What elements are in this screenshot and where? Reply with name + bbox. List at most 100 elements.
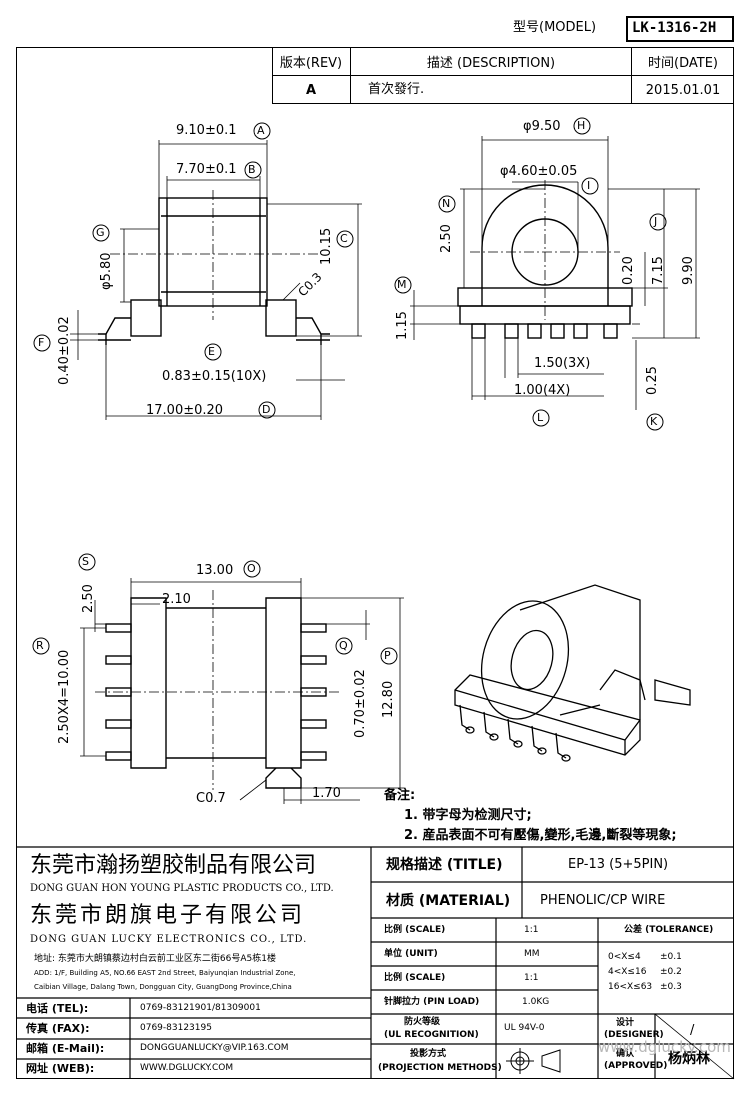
dim-h: φ9.50 — [523, 119, 561, 134]
tel-label: 电话 (TEL): — [26, 1002, 89, 1015]
marker-a: A — [257, 124, 265, 137]
company-addr-en-1: ADD: 1/F, Building A5, NO.66 EAST 2nd St… — [34, 969, 296, 977]
company-addr-en-2: Caibian Village, Dalang Town, Dongguan C… — [34, 983, 292, 991]
date-value: 2015.01.01 — [645, 82, 721, 98]
unit-label: 单位 (UNIT) — [384, 949, 438, 959]
proj-label-1: 投影方式 — [410, 1049, 447, 1059]
company-cn-1: 东莞市瀚扬塑胶制品有限公司 — [30, 853, 317, 878]
isometric-view — [454, 584, 691, 762]
ul-label-2: (UL RECOGNITION) — [384, 1030, 479, 1040]
marker-i: I — [587, 179, 591, 192]
watermark: www.dglucky.com — [598, 1038, 731, 1056]
approver-name: 杨炳林 — [668, 1051, 710, 1067]
rev-col-line-2 — [631, 47, 632, 104]
dim-j2: 9.90 — [681, 256, 696, 285]
dim-e: 0.83±0.15(10X) — [162, 369, 267, 384]
marker-k: K — [650, 415, 658, 428]
company-en-2: DONG GUAN LUCKY ELECTRONICS CO., LTD. — [30, 934, 308, 945]
marker-o: O — [247, 562, 256, 575]
fax-label: 传真 (FAX): — [26, 1022, 90, 1035]
tolerance-label: 公差 (TOLERANCE) — [624, 925, 714, 935]
dim-170: 1.70 — [312, 786, 341, 801]
marker-g: G — [96, 226, 105, 239]
pin-value: 1.0KG — [522, 997, 550, 1007]
marker-s: S — [82, 555, 89, 568]
tol-2-range: 4<X≤16 — [608, 967, 647, 977]
model-value-box — [626, 16, 734, 42]
dim-i: φ4.60±0.05 — [500, 164, 578, 179]
drawing-frame — [16, 47, 734, 1079]
tol-3-range: 16<X≤63 — [608, 982, 653, 992]
rev-row-line — [272, 75, 734, 76]
marker-j: J — [654, 215, 658, 228]
tol-2-value: ±0.2 — [660, 967, 682, 977]
dim-l2: 1.00(4X) — [514, 383, 571, 398]
web-value: WWW.DGLUCKY.COM — [140, 1063, 234, 1073]
desc-header: 描述 (DESCRIPTION) — [426, 56, 556, 71]
scale2-label: 比例 (SCALE) — [384, 973, 446, 983]
marker-b: B — [248, 163, 256, 176]
bottom-view — [105, 597, 327, 789]
material-value: PHENOLIC/CP WIRE — [540, 893, 666, 908]
dim-r: 2.50X4=10.00 — [57, 649, 72, 744]
date-header: 时间(DATE) — [648, 56, 718, 71]
title-label: 规格描述 (TITLE) — [386, 857, 503, 873]
mail-label: 邮箱 (E-Mail): — [26, 1042, 105, 1055]
tol-1-value: ±0.1 — [660, 952, 682, 962]
dim-q: 0.70±0.02 — [353, 669, 368, 738]
rev-value: A — [305, 82, 317, 98]
marker-e: E — [208, 345, 215, 358]
dim-l1: 1.50(3X) — [534, 356, 591, 371]
model-label: 型号(MODEL) — [513, 20, 597, 35]
dim-j: 7.15 — [651, 256, 666, 285]
designer-mark: / — [690, 1023, 695, 1038]
notes-title: 备注: — [384, 788, 416, 803]
ul-value: UL 94V-0 — [504, 1023, 545, 1033]
marker-c: C — [340, 232, 348, 245]
pin-label: 针脚拉力 (PIN LOAD) — [384, 997, 480, 1007]
dim-o: 13.00 — [196, 563, 234, 578]
dim-g: φ5.80 — [99, 252, 114, 290]
proj-label-2: (PROJECTION METHODS) — [378, 1063, 502, 1073]
dim-s: 2.50 — [81, 584, 96, 613]
company-addr-cn: 地址: 东莞市大朗镇蔡边村白云前工业区东二街66号A5栋1楼 — [34, 954, 276, 964]
marker-p: P — [384, 649, 391, 662]
front-view — [98, 197, 330, 345]
dim-d: 17.00±0.20 — [146, 403, 224, 418]
dim-f: 0.40±0.02 — [57, 316, 72, 385]
company-cn-2: 东莞市朗旗电子有限公司 — [30, 903, 306, 928]
marker-m: M — [397, 278, 407, 291]
company-en-1: DONG GUAN HON YOUNG PLASTIC PRODUCTS CO.… — [30, 883, 334, 894]
marker-q: Q — [339, 639, 348, 652]
desc-value: 首次發行. — [368, 82, 425, 97]
scale-label: 比例 (SCALE) — [384, 925, 446, 935]
approved-label-1: 确认 — [616, 1049, 635, 1059]
rev-col-line-1 — [350, 47, 351, 104]
rev-header: 版本(REV) — [279, 56, 343, 71]
tel-value: 0769-83121901/81309001 — [140, 1003, 261, 1013]
ul-label-1: 防火等级 — [404, 1017, 441, 1027]
scale2-value: 1:1 — [524, 973, 539, 983]
dim-c: 10.15 — [319, 227, 334, 265]
notes-line-1: 1. 带字母为检测尺寸; — [404, 808, 532, 823]
designer-label-1: 设计 — [616, 1018, 635, 1028]
marker-r: R — [36, 639, 44, 652]
scale-value: 1:1 — [524, 925, 539, 935]
dim-n: 2.50 — [439, 224, 454, 253]
approved-label-2: (APPROVED) — [604, 1061, 668, 1071]
dim-a: 9.10±0.1 — [176, 123, 237, 138]
title-value: EP-13 (5+5PIN) — [568, 857, 669, 872]
material-label: 材质 (MATERIAL) — [386, 893, 511, 909]
web-label: 网址 (WEB): — [26, 1062, 95, 1075]
projection-symbol — [506, 1048, 561, 1074]
mail-value: DONGGUANLUCKY@VIP.163.COM — [140, 1043, 289, 1053]
designer-label-2: (DESIGNER) — [604, 1030, 664, 1040]
unit-value: MM — [524, 949, 540, 959]
marker-f: F — [38, 336, 45, 349]
dim-j3: 0.20 — [621, 256, 636, 285]
dim-p: 12.80 — [381, 680, 396, 718]
marker-d: D — [262, 403, 271, 416]
dim-m: 1.15 — [395, 311, 410, 340]
tol-1-range: 0<X≤4 — [608, 952, 641, 962]
